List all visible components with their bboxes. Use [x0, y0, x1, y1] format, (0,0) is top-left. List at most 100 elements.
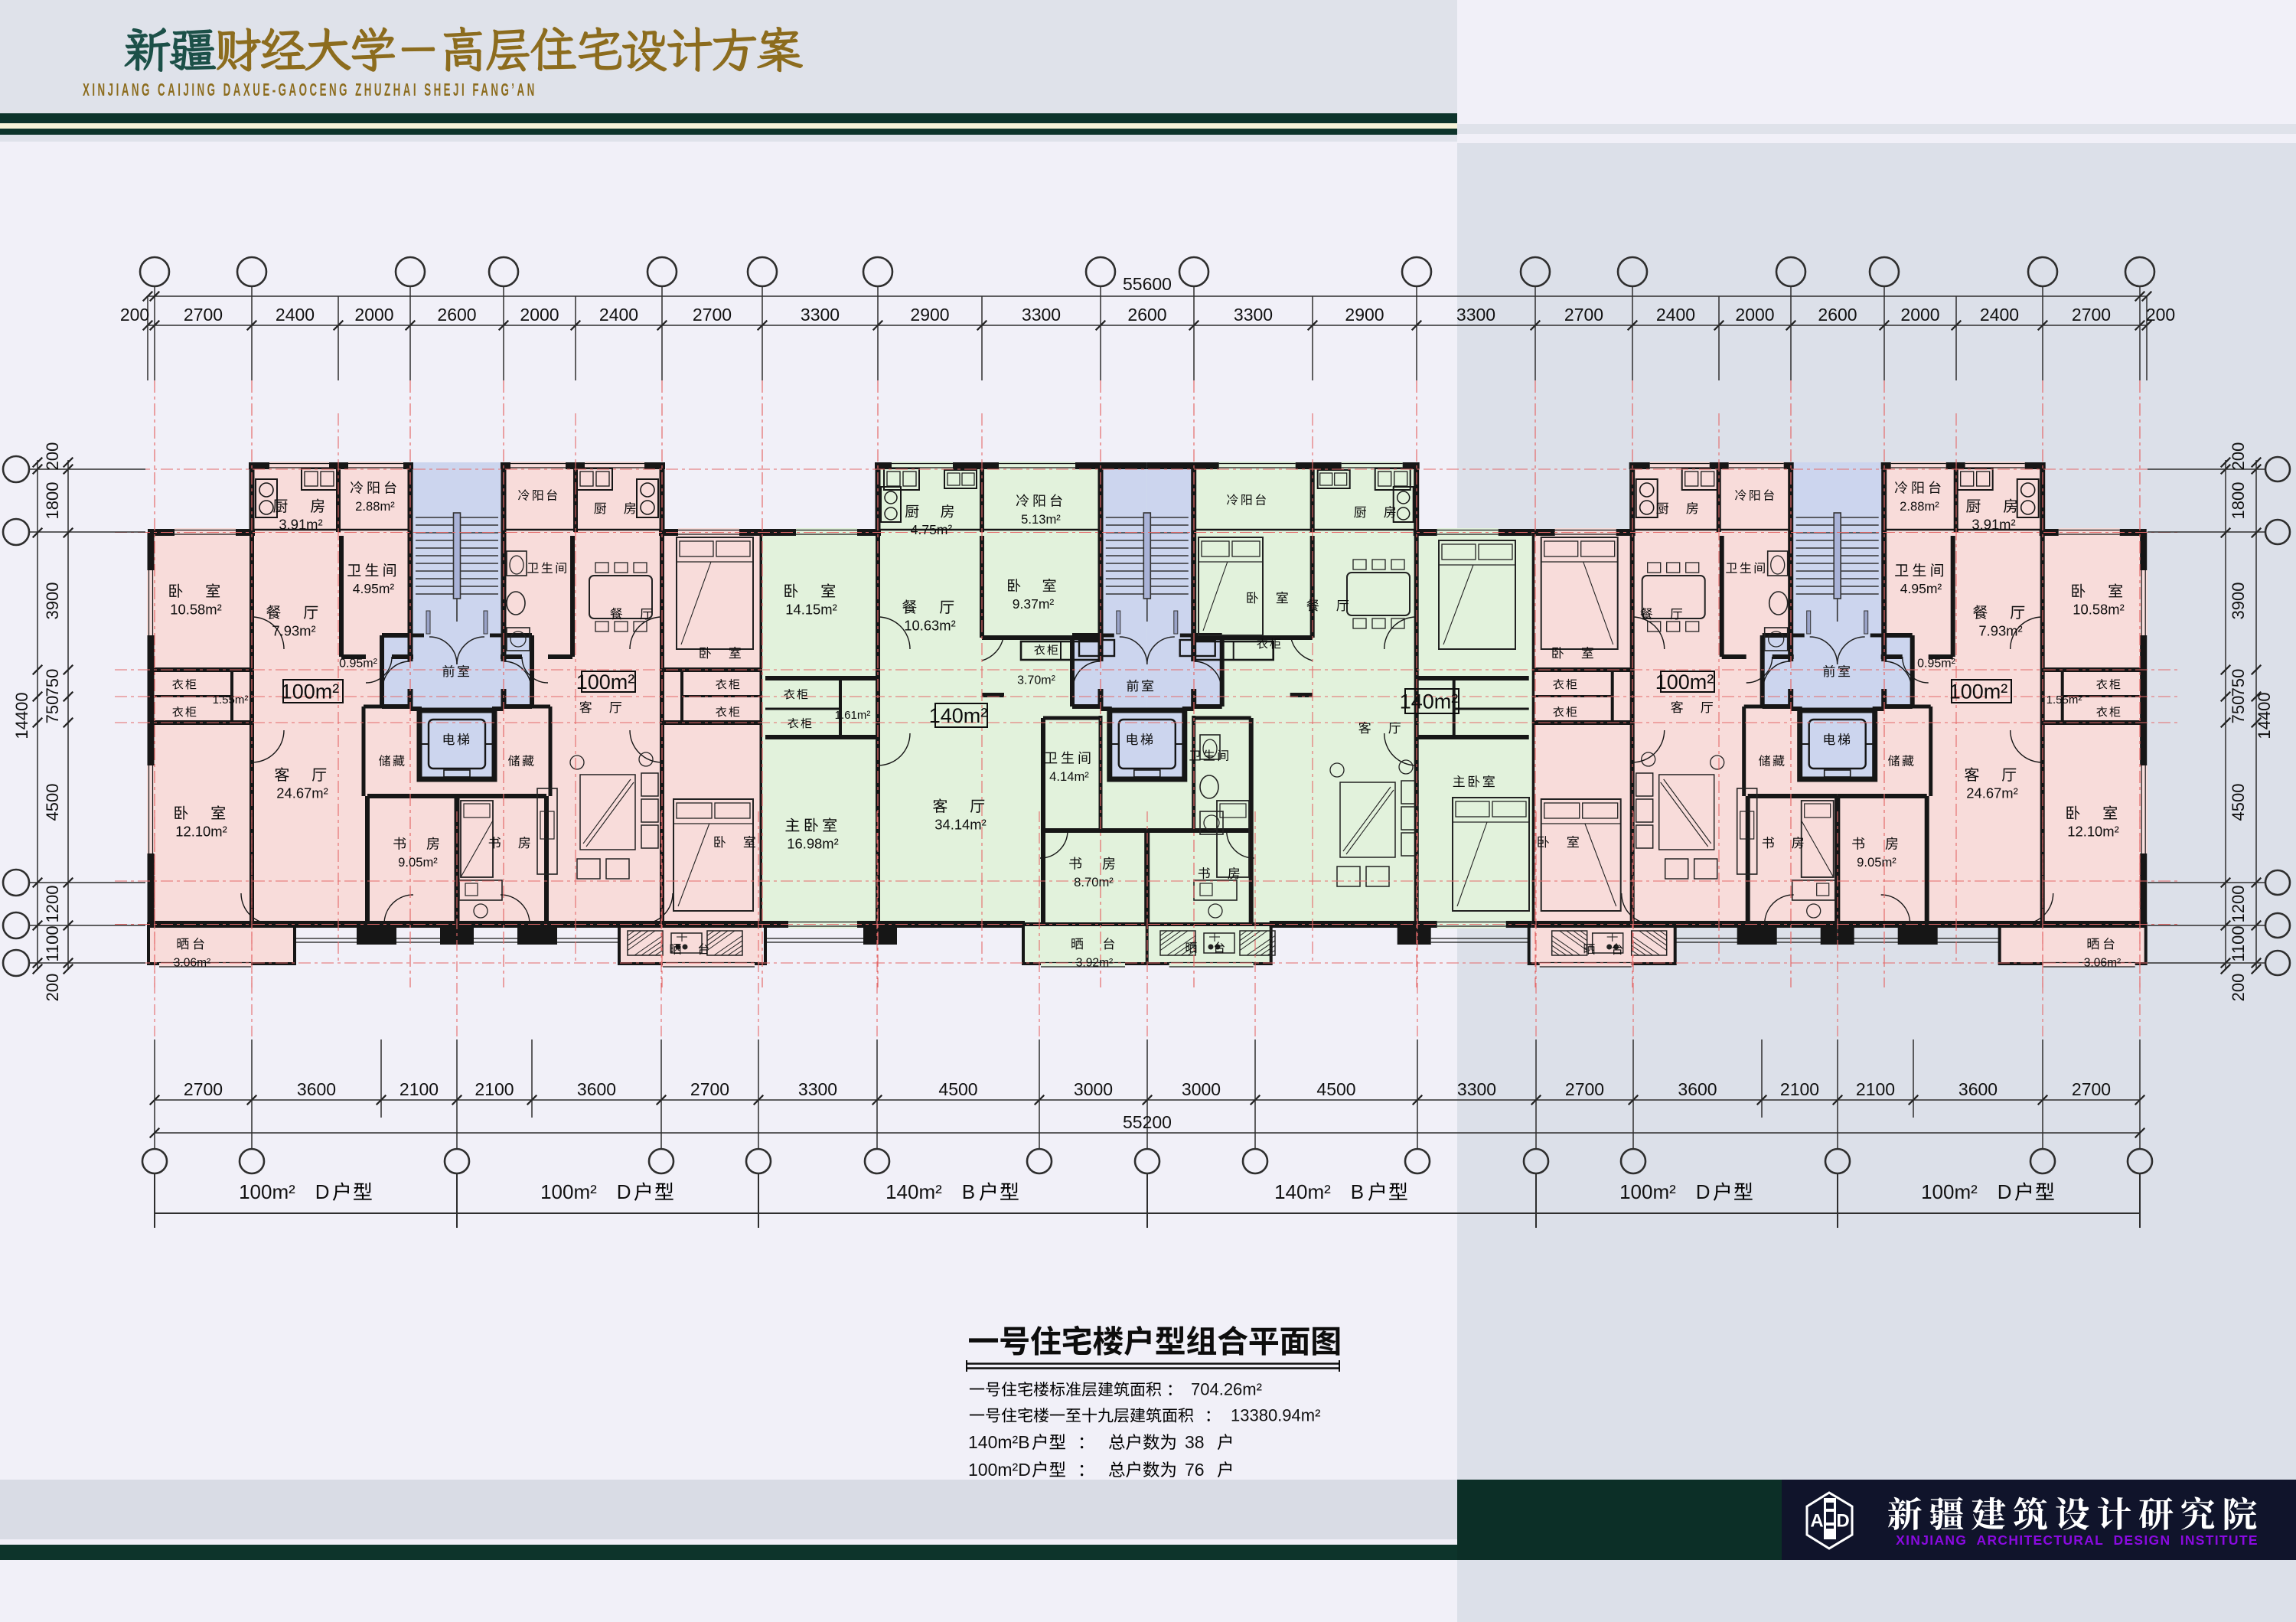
svg-text:1200: 1200	[43, 886, 62, 923]
svg-text:9.05m²: 9.05m²	[1857, 855, 1896, 870]
svg-text:2000: 2000	[520, 305, 559, 325]
svg-text:2600: 2600	[1127, 305, 1166, 325]
svg-text:0.95m²: 0.95m²	[339, 658, 377, 671]
svg-text:14400: 14400	[2255, 692, 2274, 739]
svg-text:10.63m²: 10.63m²	[904, 617, 955, 633]
svg-text:D: D	[1696, 1180, 1711, 1203]
svg-text:8.70m²: 8.70m²	[1074, 875, 1114, 889]
svg-text:12.10m²: 12.10m²	[2067, 823, 2118, 839]
svg-text:2000: 2000	[1735, 305, 1774, 325]
svg-text:2700: 2700	[1564, 305, 1603, 325]
svg-text:3.06m²: 3.06m²	[174, 957, 211, 970]
svg-text:1800: 1800	[43, 482, 62, 520]
svg-text:2.88m²: 2.88m²	[355, 499, 395, 514]
svg-text:100m²: 100m²	[239, 1180, 295, 1203]
svg-text:2700: 2700	[184, 305, 223, 325]
svg-text:3300: 3300	[1457, 1079, 1496, 1099]
svg-text:140m²B: 140m²B	[968, 1432, 1030, 1452]
svg-text:2400: 2400	[599, 305, 638, 325]
svg-text:13380.94m²: 13380.94m²	[1231, 1406, 1320, 1425]
svg-text:D: D	[315, 1180, 330, 1203]
svg-text:2900: 2900	[910, 305, 949, 325]
svg-text:140m²: 140m²	[929, 704, 988, 727]
svg-text:2700: 2700	[1565, 1079, 1604, 1099]
svg-text:750: 750	[2229, 696, 2248, 724]
svg-text:A: A	[1810, 1510, 1823, 1531]
svg-text:2700: 2700	[693, 305, 732, 325]
svg-text:3.91m²: 3.91m²	[279, 516, 322, 532]
svg-text:3300: 3300	[798, 1079, 837, 1099]
svg-text:100m²: 100m²	[1619, 1180, 1676, 1203]
svg-text:76: 76	[1185, 1460, 1205, 1480]
svg-text:2600: 2600	[1818, 305, 1857, 325]
svg-text:0.95m²: 0.95m²	[1917, 658, 1955, 671]
svg-text:2400: 2400	[276, 305, 315, 325]
svg-text:200: 200	[2146, 305, 2175, 325]
svg-text:200: 200	[2229, 974, 2248, 1002]
svg-text:100m²: 100m²	[281, 680, 340, 703]
svg-text:B: B	[962, 1180, 975, 1203]
svg-text:3.92m²: 3.92m²	[1076, 957, 1114, 970]
svg-text:200: 200	[43, 974, 62, 1002]
svg-text:704.26m²: 704.26m²	[1191, 1380, 1262, 1399]
svg-text:3900: 3900	[2229, 583, 2248, 620]
svg-text:100m²D: 100m²D	[968, 1460, 1031, 1480]
svg-text:2.88m²: 2.88m²	[1900, 499, 1939, 514]
svg-text:5.13m²: 5.13m²	[1021, 512, 1061, 527]
svg-text:2700: 2700	[2072, 1079, 2111, 1099]
svg-text:9.05m²: 9.05m²	[398, 855, 438, 870]
svg-text:16.98m²: 16.98m²	[787, 835, 838, 851]
svg-text:4500: 4500	[43, 784, 62, 821]
svg-text:140m²: 140m²	[1274, 1180, 1331, 1203]
svg-text:2400: 2400	[1656, 305, 1695, 325]
svg-text:24.67m²: 24.67m²	[1966, 785, 2017, 801]
svg-text:3.91m²: 3.91m²	[1971, 516, 2015, 532]
svg-text:2400: 2400	[1980, 305, 2019, 325]
svg-text:4.95m²: 4.95m²	[353, 581, 395, 596]
svg-text:7.93m²: 7.93m²	[1978, 622, 2022, 638]
svg-text:3300: 3300	[1234, 305, 1273, 325]
svg-text:140m²: 140m²	[885, 1180, 942, 1203]
svg-text:2100: 2100	[1856, 1079, 1895, 1099]
svg-text:4.14m²: 4.14m²	[1049, 769, 1089, 784]
svg-text:3300: 3300	[1022, 305, 1061, 325]
svg-text:B: B	[1351, 1180, 1364, 1203]
svg-text:3600: 3600	[1958, 1079, 1998, 1099]
svg-text:2600: 2600	[437, 305, 476, 325]
svg-text:2700: 2700	[690, 1079, 729, 1099]
svg-text:XINJIANG CAIJING DAXUE-GAOCENG: XINJIANG CAIJING DAXUE-GAOCENG ZHUZHAI S…	[83, 80, 537, 100]
svg-text:1.61m²: 1.61m²	[835, 709, 871, 722]
svg-text:200: 200	[2229, 442, 2248, 471]
svg-text:2700: 2700	[2072, 305, 2111, 325]
svg-text:2100: 2100	[1780, 1079, 1819, 1099]
svg-text:XINJIANG ARCHITECTURAL DESIG: XINJIANG ARCHITECTURAL DESIGN INSTITUTE	[1896, 1532, 2258, 1548]
svg-text:34.14m²: 34.14m²	[934, 816, 986, 832]
svg-text:200: 200	[43, 442, 62, 471]
svg-text:3300: 3300	[1456, 305, 1495, 325]
svg-text:38: 38	[1185, 1432, 1205, 1452]
svg-text:4.95m²: 4.95m²	[1900, 581, 1942, 596]
svg-text:750: 750	[2229, 669, 2248, 697]
svg-text:750: 750	[43, 696, 62, 724]
svg-text:3000: 3000	[1182, 1079, 1221, 1099]
svg-text:100m²: 100m²	[576, 671, 635, 694]
svg-text:2900: 2900	[1345, 305, 1384, 325]
svg-text:2100: 2100	[475, 1079, 514, 1099]
svg-text:9.37m²: 9.37m²	[1013, 596, 1055, 612]
svg-text:4500: 4500	[938, 1079, 977, 1099]
svg-text:3300: 3300	[801, 305, 840, 325]
svg-text:3900: 3900	[43, 583, 62, 620]
svg-text:14400: 14400	[12, 692, 31, 739]
svg-text:2700: 2700	[184, 1079, 223, 1099]
svg-text:7.93m²: 7.93m²	[272, 622, 315, 638]
svg-text:D: D	[1836, 1510, 1849, 1531]
svg-text:1100: 1100	[43, 925, 62, 961]
svg-text:100m²: 100m²	[1655, 671, 1714, 694]
svg-text:3000: 3000	[1074, 1079, 1113, 1099]
svg-text:3600: 3600	[297, 1079, 336, 1099]
svg-text:140m²: 140m²	[1400, 690, 1459, 713]
svg-text:100m²: 100m²	[540, 1180, 597, 1203]
svg-text:200: 200	[120, 305, 149, 325]
svg-text:2000: 2000	[1900, 305, 1939, 325]
svg-text:10.58m²: 10.58m²	[170, 601, 221, 617]
